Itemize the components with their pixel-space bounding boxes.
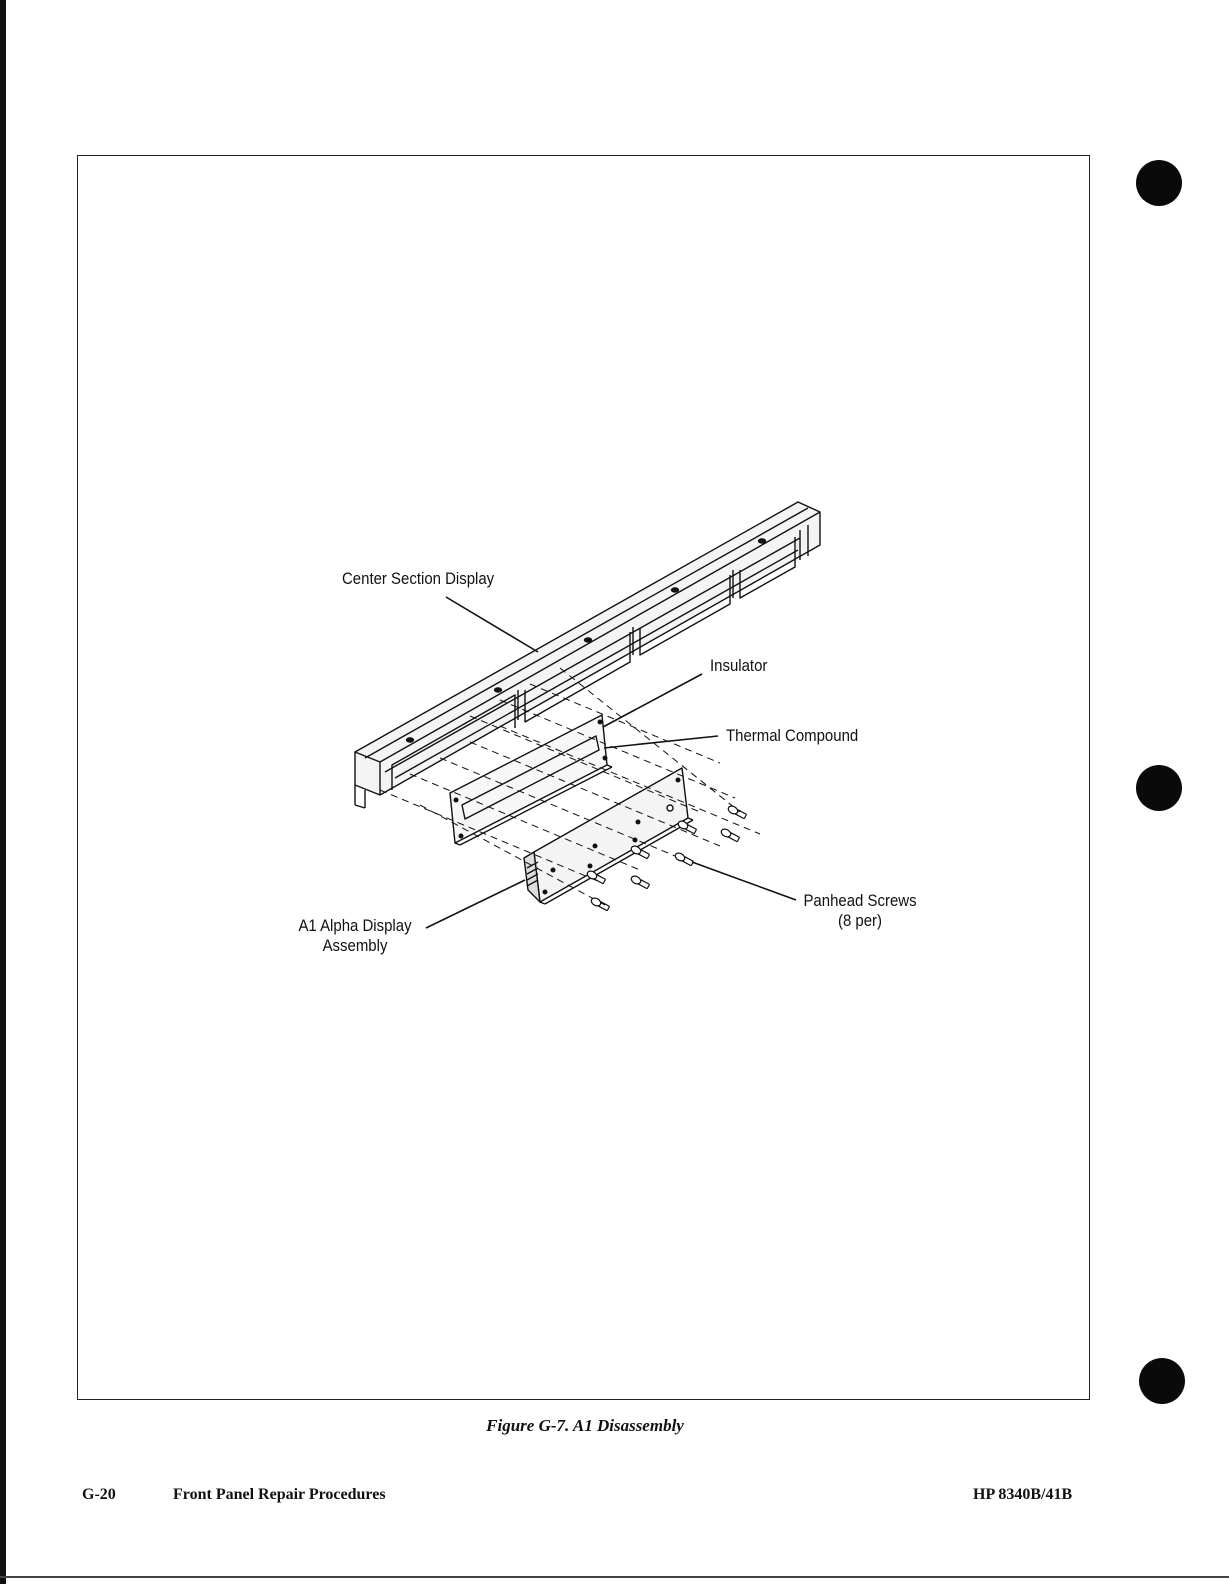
label-panhead-screws: Panhead Screws (8 per) xyxy=(798,891,921,931)
label-a1-line1: A1 Alpha Display xyxy=(293,916,416,936)
alignment-lines xyxy=(380,668,760,905)
figure-caption: Figure G-7. A1 Disassembly xyxy=(0,1416,1170,1436)
label-thermal-compound: Thermal Compound xyxy=(726,726,858,746)
footer-section-title: Front Panel Repair Procedures xyxy=(173,1486,386,1504)
label-insulator: Insulator xyxy=(710,656,767,676)
label-panhead-screws-line1: Panhead Screws xyxy=(798,891,921,911)
footer-page-number: G-20 xyxy=(82,1486,116,1504)
label-a1-alpha-display-assembly: A1 Alpha Display Assembly xyxy=(293,916,416,956)
label-a1-line2: Assembly xyxy=(293,936,416,956)
footer-model: HP 8340B/41B xyxy=(973,1486,1072,1504)
label-center-section-display: Center Section Display xyxy=(342,569,494,589)
label-panhead-screws-line2: (8 per) xyxy=(798,911,921,931)
